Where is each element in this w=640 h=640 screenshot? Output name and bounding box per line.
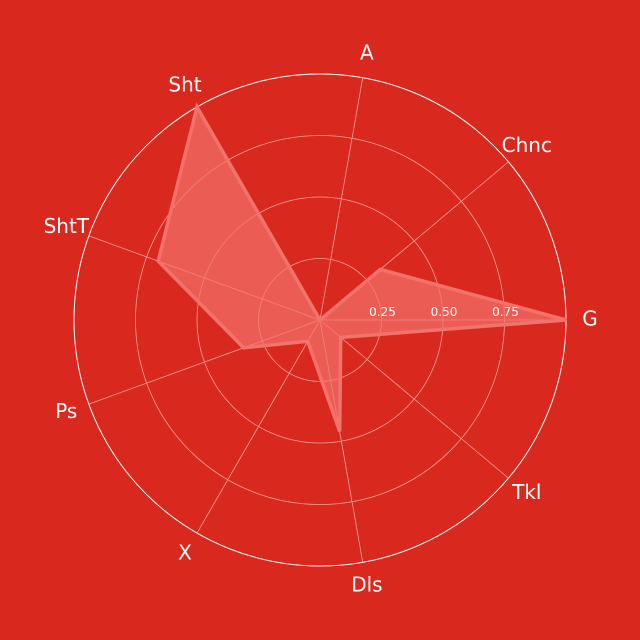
r-tick-label-1: 0.50 bbox=[431, 305, 458, 319]
r-tick-label-2: 0.75 bbox=[492, 305, 519, 319]
category-label-shtt: ShtT bbox=[44, 214, 90, 238]
category-label-sht: Sht bbox=[168, 73, 201, 97]
spoke-a bbox=[319, 77, 364, 321]
category-label-ps: Ps bbox=[55, 399, 77, 423]
data-polygon bbox=[156, 102, 567, 432]
category-label-x: X bbox=[178, 540, 192, 564]
category-label-g: G bbox=[582, 307, 598, 331]
data-layer bbox=[156, 102, 567, 432]
category-label-chnc: Chnc bbox=[502, 133, 552, 157]
category-label-tkl: Tkl bbox=[511, 480, 541, 504]
spoke-x bbox=[196, 319, 321, 534]
spoke-tkl bbox=[319, 319, 509, 479]
r-tick-label-0: 0.25 bbox=[369, 305, 396, 319]
category-label-dls: Dls bbox=[351, 572, 382, 596]
category-label-a: A bbox=[360, 41, 374, 65]
